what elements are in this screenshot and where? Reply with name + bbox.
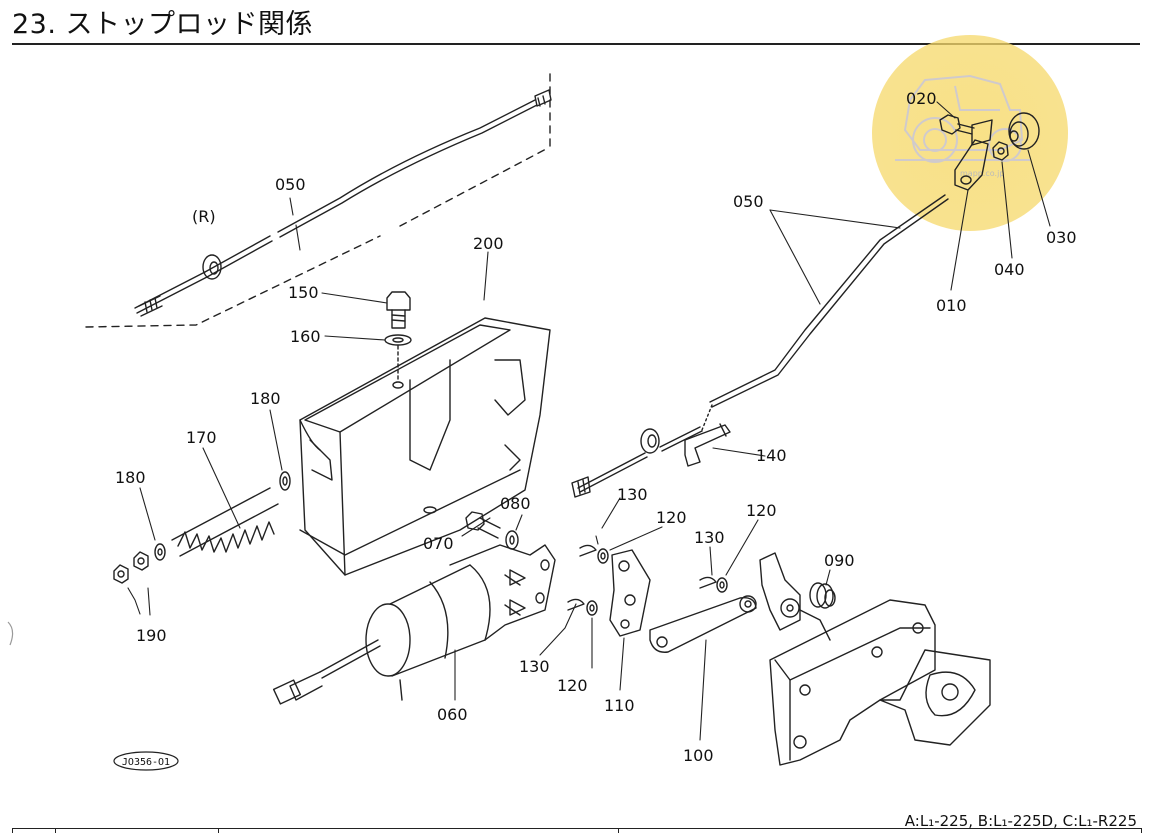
label-190: 190: [136, 626, 167, 645]
label-200: 200: [473, 234, 504, 253]
label-070: 070: [423, 534, 454, 553]
page-title: 23. ストップロッド関係: [12, 9, 314, 40]
title-underline: [12, 43, 1140, 45]
spring-170: [171, 487, 279, 557]
label-010: 010: [936, 296, 967, 315]
model-variant-note: A:L₁-225, B:L₁-225D, C:L₁-R225: [904, 812, 1137, 830]
washer-120-c: [716, 577, 728, 593]
plate-110: [609, 549, 651, 637]
washer-160: [384, 334, 412, 346]
clip-130-a: [579, 544, 597, 557]
label-090: 090: [824, 551, 855, 570]
footer-rule: [12, 828, 1142, 829]
leader-050-right: [769, 209, 821, 305]
spring-090: [809, 582, 836, 609]
label-060: 060: [437, 705, 468, 724]
drawing-stamp: JO356-O1: [113, 751, 179, 771]
label-180-top: 180: [250, 389, 281, 408]
label-130-a: 130: [617, 485, 648, 504]
washer-120-b: [586, 600, 598, 616]
stamp-text: JO356-O1: [122, 757, 170, 768]
label-020: 020: [906, 89, 937, 108]
governor-housing: [769, 599, 991, 766]
washer-180-top: [279, 471, 291, 491]
washer-180-left: [154, 543, 166, 561]
nut-040: [992, 141, 1009, 161]
label-140: 140: [756, 446, 787, 465]
bolt-020: [939, 114, 975, 135]
washer-080: [505, 530, 519, 550]
bellcrank: [759, 552, 801, 631]
table-header-edge: [0, 828, 1155, 833]
leader-lines: [127, 101, 1051, 741]
clip-130-b: [567, 598, 585, 611]
label-050-right: 050: [733, 192, 764, 211]
label-180-left: 180: [115, 468, 146, 487]
label-160: 160: [290, 327, 321, 346]
label-130-b: 130: [519, 657, 550, 676]
label-030: 030: [1046, 228, 1077, 247]
edge-mark: [7, 621, 14, 646]
rod-050-left: [134, 89, 552, 317]
bolt-150: [386, 291, 411, 329]
label-150: 150: [288, 283, 319, 302]
label-040: 040: [994, 260, 1025, 279]
lever-100: [649, 595, 757, 653]
bolt-070: [465, 511, 501, 539]
label-100: 100: [683, 746, 714, 765]
nut-190-b: [113, 564, 129, 584]
bracket-010: [954, 119, 993, 191]
bracket-200: [299, 317, 551, 576]
clip-140: [684, 423, 731, 467]
rod-050-right: [571, 194, 949, 498]
washer-120-a: [597, 548, 609, 564]
label-R: (R): [192, 207, 216, 226]
label-080: 080: [500, 494, 531, 513]
label-120-b: 120: [557, 676, 588, 695]
clip-130-c: [699, 576, 717, 589]
label-120-c: 120: [746, 501, 777, 520]
label-170: 170: [186, 428, 217, 447]
dashed-boundary: [85, 69, 551, 328]
label-120-a: 120: [656, 508, 687, 527]
label-110: 110: [604, 696, 635, 715]
solenoid-060: [272, 544, 556, 705]
knob-030: [1008, 112, 1040, 150]
label-130-c: 130: [694, 528, 725, 547]
label-050-left: 050: [275, 175, 306, 194]
nut-190-a: [133, 551, 149, 571]
